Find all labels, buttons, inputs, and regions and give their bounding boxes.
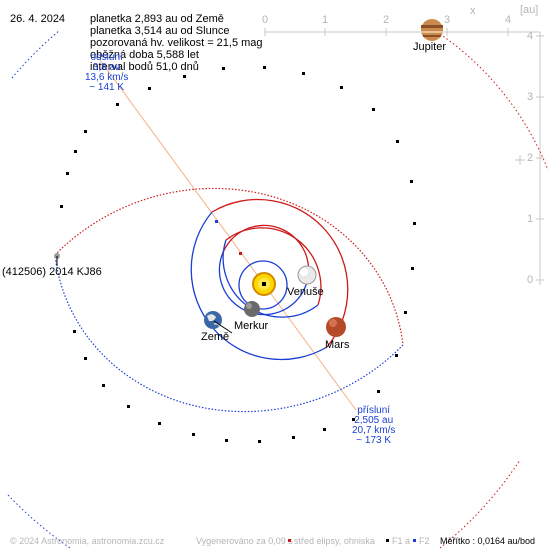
x-tick-1: 1 <box>322 14 329 26</box>
perihelion-title: přísluní <box>357 405 391 416</box>
asteroid-orbit-red <box>54 187 404 346</box>
mars-orbit-red <box>211 198 349 348</box>
mercury-icon <box>244 301 260 317</box>
outer-orbit-arc-bottom-right <box>439 459 521 549</box>
asteroid-info-panel: planetka 2,893 au od Země planetka 3,514… <box>90 13 263 73</box>
x-tick-3: 3 <box>444 14 451 26</box>
legend-f2-label: F2 <box>419 536 430 546</box>
legend-center-marker <box>288 539 291 542</box>
perihelion-speed: 20,7 km/s <box>352 425 396 436</box>
asteroid-point-markers <box>60 66 416 443</box>
perihelion-temp: ~ 173 K <box>356 435 392 446</box>
asteroid-icon <box>54 253 60 266</box>
date-label: 26. 4. 2024 <box>10 13 66 25</box>
focus-f2-marker <box>215 220 218 223</box>
perihelion-distance: 2,505 au <box>354 415 394 426</box>
legend-f2-marker <box>413 539 416 542</box>
jupiter-icon <box>421 19 443 41</box>
info-earth-distance: planetka 2,893 au od Země <box>90 13 224 25</box>
earth-label: Země <box>201 331 230 343</box>
outer-orbit-arc-left <box>11 29 61 79</box>
x-tick-0: 0 <box>262 14 269 26</box>
earth-orbit-red <box>225 227 322 306</box>
y-tick-2: 2 <box>527 152 534 164</box>
asteroid-name-label: (412506) 2014 KJ86 <box>2 266 102 278</box>
x-tick-4: 4 <box>505 14 512 26</box>
apsides-line <box>99 59 357 411</box>
jupiter-orbit-arc <box>439 33 549 171</box>
info-sun-distance: planetka 3,514 au od Slunce <box>90 25 230 37</box>
outer-orbit-arc-bottom-left <box>7 494 71 549</box>
x-tick-2: 2 <box>383 14 390 26</box>
mars-icon <box>326 317 346 337</box>
earth-icon <box>204 311 222 329</box>
info-magnitude: pozorovaná hv. velikost = 21,5 mag <box>90 37 263 49</box>
mercury-orbit <box>238 260 288 310</box>
sun-icon <box>252 272 276 296</box>
mars-label: Mars <box>325 339 350 351</box>
legend-center-label: střed elipsy, ohniska <box>294 536 375 546</box>
perihelion-label: přísluní 2,505 au 20,7 km/s ~ 173 K <box>352 406 395 446</box>
y-tick-4: 4 <box>527 30 534 42</box>
y-tick-3: 3 <box>527 91 534 103</box>
info-point-interval: interval bodů 51,0 dnů <box>90 61 199 73</box>
legend-f1-label: F1 a <box>392 536 411 546</box>
earth-pointer <box>213 320 233 334</box>
scale-label: Měřítko : 0,0164 au/bod <box>440 536 536 546</box>
venus-label: Venuše <box>287 286 324 298</box>
aphelion-title: odsluní <box>90 52 123 63</box>
jupiter-label: Jupiter <box>413 41 447 53</box>
copyright-label: © 2024 Astronomia, astronomia.zcu.cz <box>10 536 165 546</box>
y-tick-0: 0 <box>527 274 534 286</box>
venus-orbit-red <box>221 224 310 286</box>
legend-f1-marker <box>386 539 389 542</box>
axis-frame <box>264 28 544 285</box>
mercury-label: Merkur <box>234 320 269 332</box>
x-axis-label: x <box>470 5 476 17</box>
unit-label: [au] <box>520 4 539 16</box>
y-tick-1: 1 <box>527 213 534 225</box>
aphelion-speed: 13,6 km/s <box>85 72 129 83</box>
generated-label: Vygenerováno za 0,09 s <box>196 536 293 546</box>
ellipse-center-marker <box>239 252 242 255</box>
aphelion-temp: ~ 141 K <box>89 82 125 93</box>
info-period: oběžná doba 5,588 let <box>90 49 199 61</box>
venus-icon <box>297 265 317 285</box>
aphelion-label: odsluní 3,8 au 13,6 km/s ~ 141 K <box>85 53 128 93</box>
aphelion-distance: 3,8 au <box>92 62 121 73</box>
